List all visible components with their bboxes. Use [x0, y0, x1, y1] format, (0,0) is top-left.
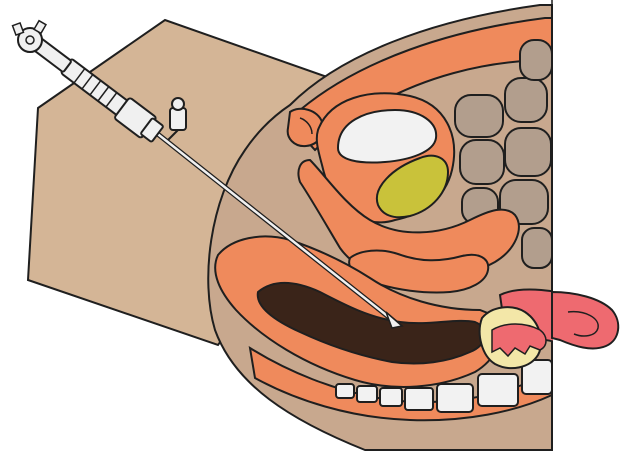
right-margin — [553, 0, 630, 464]
